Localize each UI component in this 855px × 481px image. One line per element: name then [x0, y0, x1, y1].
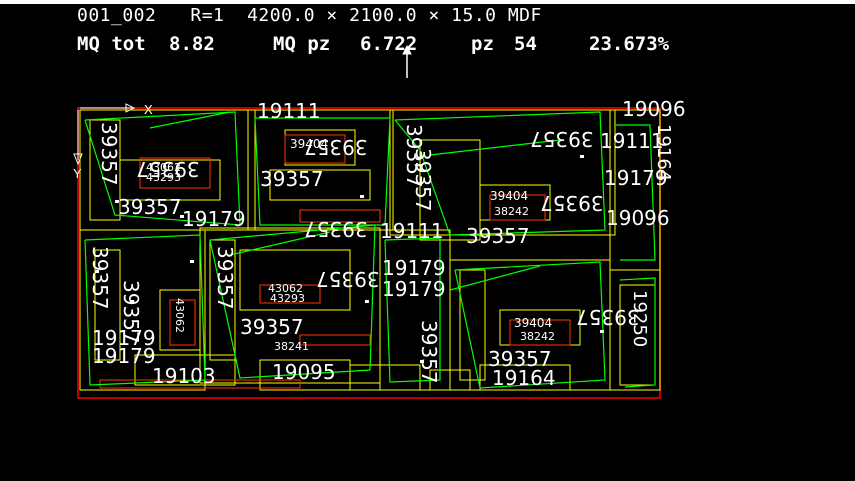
part-label: 19111 — [600, 129, 664, 153]
waste-percent: 23.673% — [589, 33, 670, 55]
mq-pz-label: MQ pz — [273, 33, 331, 55]
part-label: 39404 — [290, 137, 328, 151]
mq-tot-label: MQ tot — [77, 33, 146, 55]
ratio: R=1 — [190, 5, 225, 26]
mq-pz-value: 6.722 — [360, 33, 418, 55]
part-label: 38242 — [494, 205, 529, 218]
pz-value: 54 — [514, 33, 537, 55]
part-label: 19164 — [653, 124, 674, 181]
part-label: 43062 — [173, 298, 186, 333]
part-label: 39404 — [514, 316, 552, 330]
part-label: 39357 — [136, 157, 200, 181]
y-axis-label: Y — [73, 166, 82, 181]
part-label: 19103 — [152, 364, 216, 388]
part-label: 19179 — [182, 207, 246, 231]
file-id: 001_002 — [77, 5, 157, 26]
part-label: 39357 — [97, 122, 121, 186]
part-label: 43293 — [146, 171, 181, 184]
cut-edges — [84, 111, 656, 389]
part-label: 39357 — [88, 246, 112, 310]
part-label: 19179 — [92, 326, 156, 350]
part-label: 39357 — [466, 224, 530, 248]
sheet-info-line: 001_002 R=1 4200.0 × 2100.0 × 15.0 MDF — [77, 5, 542, 26]
part-label: 39357 — [540, 191, 604, 215]
part-label: 39357 — [304, 135, 368, 159]
part-label: 39357 — [316, 267, 380, 291]
part-label: 43293 — [270, 292, 305, 305]
part-label: 39357 — [119, 280, 143, 344]
part-label: 39357 — [488, 347, 552, 371]
part-label: 43062 — [146, 161, 181, 174]
part-label: 19164 — [492, 366, 556, 390]
part-label: 19095 — [272, 360, 336, 384]
part-label: 39357 — [576, 305, 640, 329]
part-label: 39357 — [304, 217, 368, 241]
part-label: 19179 — [604, 166, 668, 190]
part-label: 39357 — [417, 320, 441, 384]
part-label: 19179 — [382, 277, 446, 301]
part-label: 39357 — [402, 124, 426, 188]
pz-label: pz — [471, 33, 494, 55]
part-label: 39404 — [490, 189, 528, 203]
part-label: 19179 — [92, 344, 156, 368]
part-label: 39357 — [240, 315, 304, 339]
part-label: 39357 — [118, 195, 182, 219]
part-label: 39357 — [530, 127, 594, 151]
part-label: 39357 — [260, 167, 324, 191]
part-outlines — [79, 109, 661, 391]
part-label: 39357 — [411, 148, 435, 212]
part-label: 43062 — [268, 282, 303, 295]
part-label: 19111 — [380, 219, 444, 243]
part-label: 38242 — [520, 330, 555, 343]
part-label: 38241 — [274, 340, 309, 353]
part-label: 19096 — [622, 97, 686, 121]
part-label: 19179 — [382, 256, 446, 280]
mq-tot-value: 8.82 — [169, 33, 215, 55]
part-label: 39357 — [213, 246, 237, 310]
edge-markers — [95, 155, 604, 363]
top-border — [0, 0, 855, 4]
part-label: 19096 — [606, 206, 670, 230]
stats-line: MQ tot 8.82 MQ pz 6.722 pz 54 23.673% — [77, 33, 669, 209]
mouse-cursor — [402, 44, 412, 78]
part-label: 19111 — [257, 99, 321, 123]
sheet-dimensions: 4200.0 × 2100.0 × 15.0 MDF — [247, 5, 542, 26]
part-label: 19250 — [629, 290, 650, 347]
